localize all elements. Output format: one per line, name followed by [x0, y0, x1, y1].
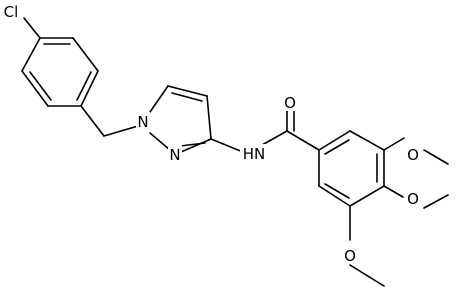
svg-text:N: N — [169, 146, 180, 164]
amide-bonds — [261, 109, 320, 151]
svg-text:O: O — [407, 190, 419, 208]
atom-label-nh: HN — [240, 144, 268, 163]
svg-text:Cl: Cl — [4, 3, 19, 21]
benzyl-ch2-bonds — [80, 105, 139, 137]
trimethoxyphenyl-ring — [318, 130, 385, 207]
atom-label-o-carbonyl: O — [283, 93, 297, 112]
svg-text:N: N — [137, 113, 148, 131]
svg-text:HN: HN — [243, 145, 266, 163]
methoxy-bonds — [349, 137, 449, 287]
svg-text:O: O — [284, 94, 296, 112]
c-cl-bond — [23, 17, 41, 39]
atom-label-o-methoxy-bottom: O — [343, 245, 358, 265]
atom-label-n1: N — [136, 112, 150, 131]
pyrazole-ring — [149, 85, 212, 153]
atom-label-o-methoxy-top: O — [406, 144, 421, 164]
atom-label-cl: Cl — [0, 2, 22, 21]
chlorophenyl-ring — [21, 37, 99, 107]
svg-text:O: O — [344, 247, 356, 265]
atom-label-o-methoxy-middle: O — [406, 188, 421, 208]
atom-label-n2: N — [168, 145, 182, 164]
pyrazole-nh-bond — [210, 138, 244, 153]
svg-text:O: O — [407, 146, 419, 164]
